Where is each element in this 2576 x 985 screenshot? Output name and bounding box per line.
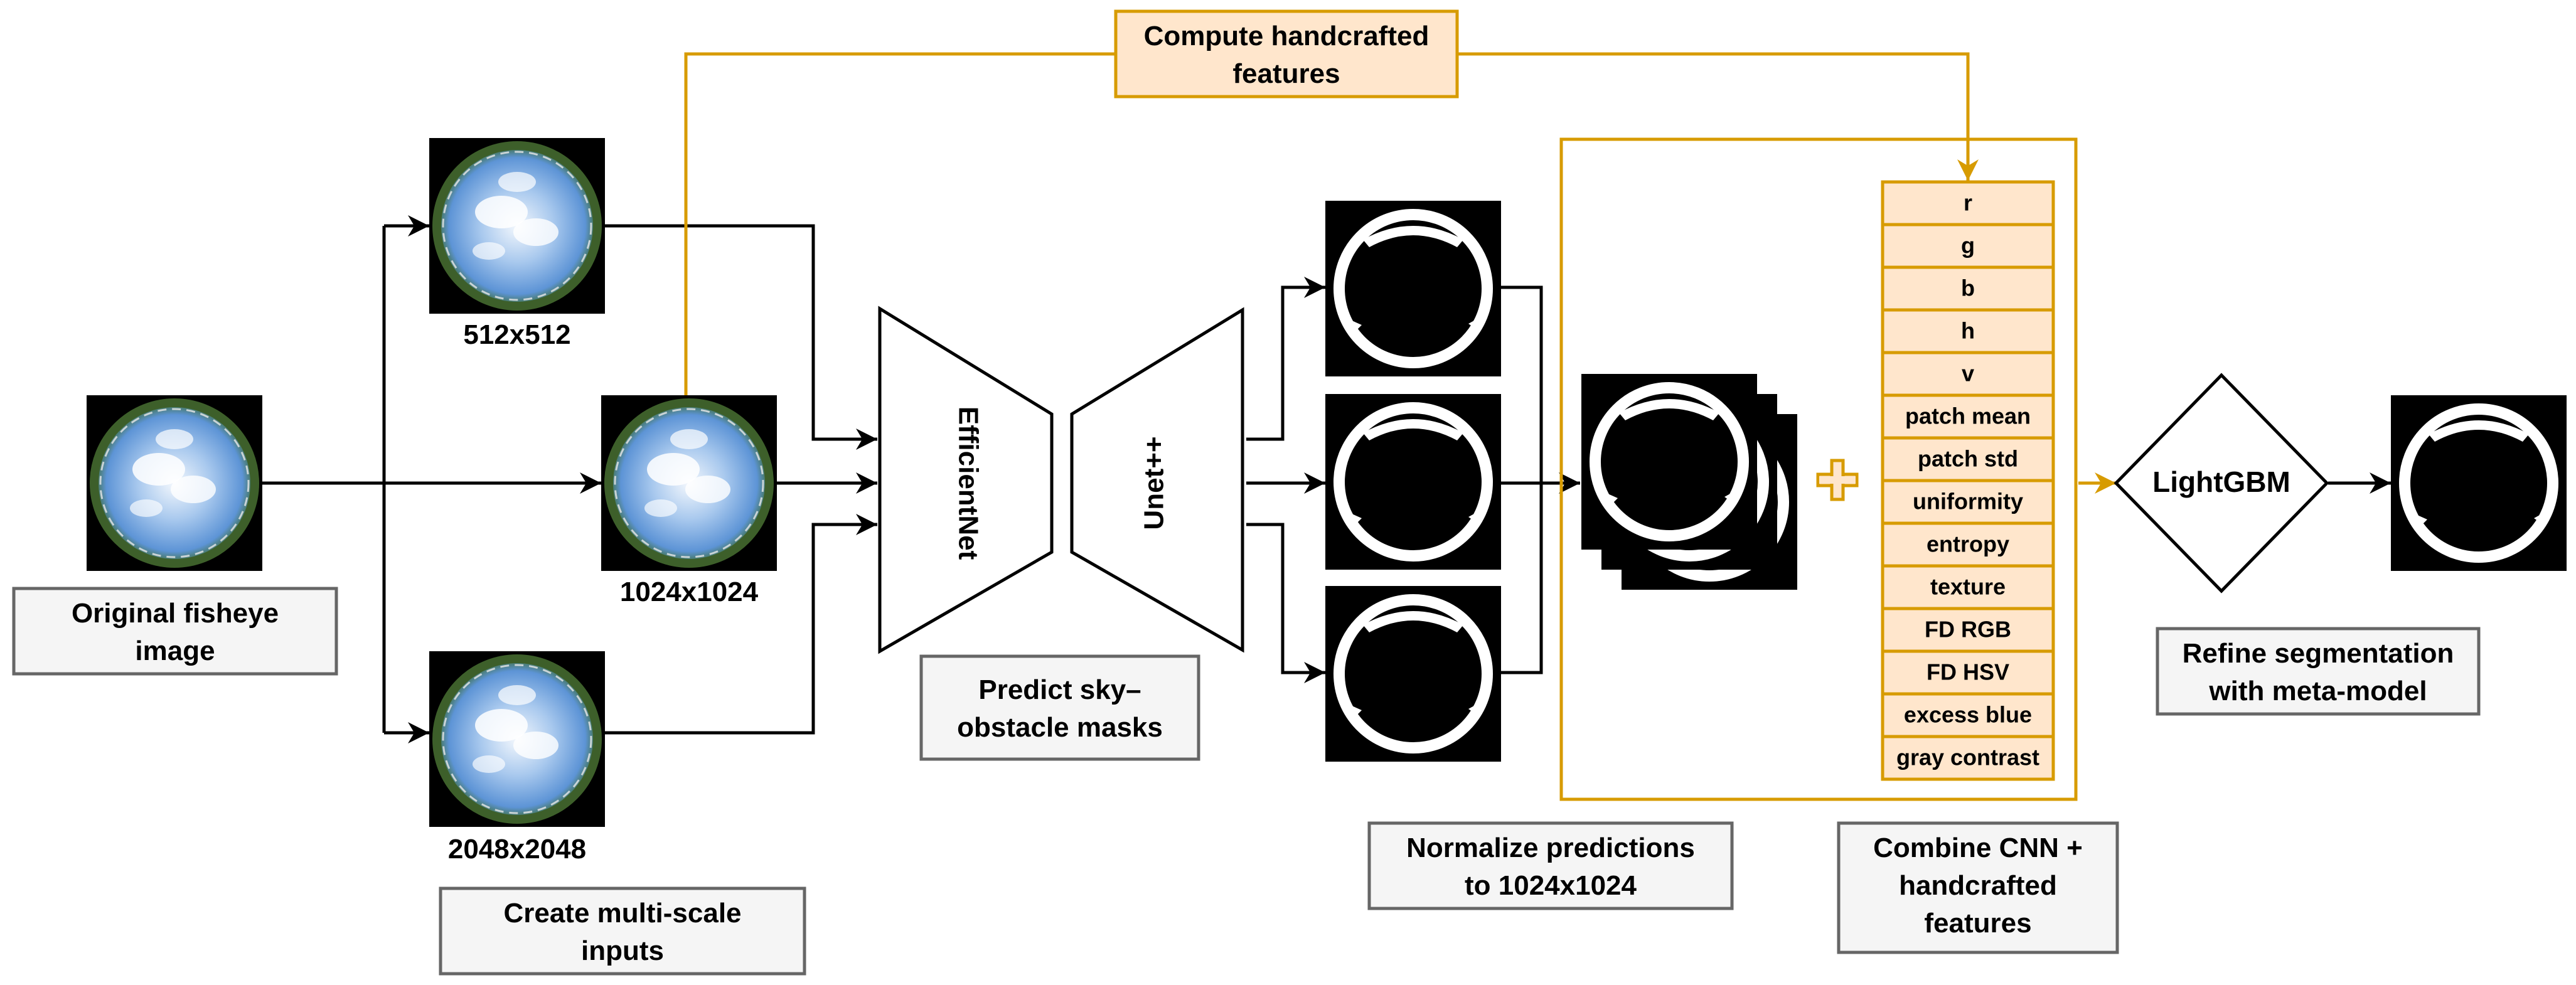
caption-combine: Combine CNN + handcrafted features: [1837, 821, 2119, 954]
encoder-label: EfficientNet: [953, 407, 983, 560]
caption-refine-line1: Refine segmentation: [2183, 638, 2454, 669]
fisheye-1024-image: [601, 395, 777, 571]
edge-512-to-encoder: [605, 224, 877, 450]
feature-cell: [1881, 564, 2055, 610]
edge-2048-to-encoder: [605, 514, 877, 735]
caption-combine-line3: features: [1924, 908, 2031, 939]
edge-1024-to-handcrafted: [684, 52, 1116, 399]
feature-cell: [1881, 649, 2055, 696]
refined-output-mask: [2391, 395, 2567, 571]
feature-cell: [1881, 223, 2055, 269]
feature-label: b: [1961, 275, 1975, 301]
scale-512-label: 512x512: [463, 319, 570, 350]
caption-normalize-line2: to 1024x1024: [1465, 870, 1637, 901]
lightgbm-meta-model: [2114, 373, 2329, 594]
feature-cell: [1881, 735, 2055, 781]
caption-original-line2: image: [135, 636, 215, 666]
feature-cell: [1881, 308, 2055, 354]
feature-cell: [1881, 265, 2055, 312]
normalized-mask-front: [1581, 374, 1757, 550]
original-fisheye-image: [87, 395, 262, 571]
feature-cell: [1881, 436, 2055, 482]
caption-predict: Predict sky– obstacle masks: [919, 654, 1200, 761]
feature-cell: [1881, 351, 2055, 397]
fisheye-2048-image: [429, 651, 605, 827]
feature-label: texture: [1930, 574, 2006, 600]
edge-masks-merge: [1501, 285, 1543, 674]
edge-decoder-to-mask-top: [1246, 277, 1325, 441]
caption-multiscale-line2: inputs: [581, 935, 664, 966]
feature-label: entropy: [1927, 531, 2009, 557]
feature-label: patch mean: [1905, 403, 2031, 429]
edge-handcrafted-to-features: [1457, 52, 1979, 181]
caption-refine: Refine segmentation with meta-model: [2156, 627, 2481, 716]
edge-decoder-to-mask-bottom: [1246, 523, 1325, 683]
caption-multiscale: Create multi-scale inputs: [439, 886, 806, 976]
combine-region-frame: [1559, 137, 2078, 801]
efficientnet-encoder: [878, 306, 1054, 654]
feature-label: patch std: [1918, 446, 2018, 472]
caption-handcrafted: Compute handcrafted features: [1114, 9, 1459, 98]
caption-normalize-line1: Normalize predictions: [1406, 833, 1695, 863]
feature-label: excess blue: [1904, 702, 2032, 728]
caption-combine-line2: handcrafted: [1899, 870, 2057, 901]
unetpp-decoder: [1070, 307, 1244, 653]
lightgbm-label: LightGBM: [2152, 466, 2290, 498]
feature-label: FD RGB: [1925, 617, 2011, 642]
caption-handcrafted-line2: features: [1232, 58, 1340, 89]
caption-normalize: Normalize predictions to 1024x1024: [1367, 821, 1734, 910]
caption-combine-line1: Combine CNN +: [1873, 833, 2083, 863]
feature-label: gray contrast: [1896, 745, 2039, 770]
predicted-mask-1024: [1325, 394, 1501, 570]
feature-cell: [1881, 521, 2055, 568]
feature-label: v: [1962, 361, 1974, 386]
scale-1024-label: 1024x1024: [620, 577, 759, 607]
scale-2048-label: 2048x2048: [448, 834, 586, 865]
feature-label: h: [1961, 318, 1975, 344]
caption-predict-line2: obstacle masks: [957, 712, 1163, 743]
decoder-label: Unet++: [1139, 436, 1170, 530]
plus-icon: [1816, 459, 1859, 501]
predicted-mask-2048: [1325, 586, 1501, 762]
caption-predict-line1: Predict sky–: [978, 674, 1141, 705]
predicted-mask-512: [1325, 201, 1501, 376]
feature-label: FD HSV: [1927, 659, 2009, 685]
feature-label: g: [1961, 233, 1975, 258]
caption-refine-line2: with meta-model: [2208, 676, 2427, 706]
feature-cell: [1881, 607, 2055, 653]
caption-handcrafted-line1: Compute handcrafted: [1144, 21, 1430, 51]
feature-label: r: [1964, 190, 1972, 216]
caption-original: Original fisheye image: [12, 587, 338, 676]
feature-label: uniformity: [1913, 489, 2023, 514]
fisheye-512-image: [429, 138, 605, 314]
feature-cell: [1881, 692, 2055, 738]
caption-original-line1: Original fisheye: [72, 598, 279, 629]
caption-multiscale-line1: Create multi-scale: [503, 898, 741, 929]
